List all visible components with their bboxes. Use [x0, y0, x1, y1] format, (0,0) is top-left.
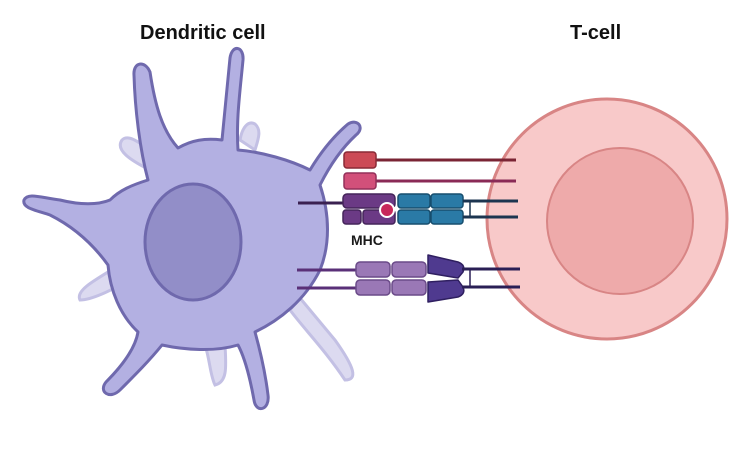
costim-ligand-outer-bottom [355, 279, 391, 296]
t-cell-label: T-cell [570, 22, 622, 44]
costim-receptor-top [427, 254, 465, 279]
dendritic-cell-nucleus [143, 182, 243, 302]
peptide-antigen [379, 202, 395, 218]
tcr-beta-inner [430, 209, 464, 225]
costim-ligand-outer-top [355, 261, 391, 278]
mhc-label: MHC [351, 232, 383, 248]
dendritic-cell-label: Dendritic cell [140, 22, 266, 44]
costim-receptor-bottom [427, 279, 465, 303]
t-cell-nucleus [546, 147, 694, 295]
costim-ligand-inner-top [391, 261, 427, 278]
costimulatory-complex [297, 254, 520, 303]
mhc-lower-domain [342, 209, 362, 225]
tcr-alpha-outer [397, 193, 431, 209]
tcr-alpha-inner [430, 193, 464, 209]
tcr-beta-outer [397, 209, 431, 225]
t-cell [485, 97, 729, 341]
mhc-tcr-complex [298, 193, 518, 225]
dendritic-cell [22, 47, 362, 411]
red-receptor [343, 151, 516, 169]
costim-ligand-inner-bottom [391, 279, 427, 296]
pink-receptor [343, 172, 516, 190]
